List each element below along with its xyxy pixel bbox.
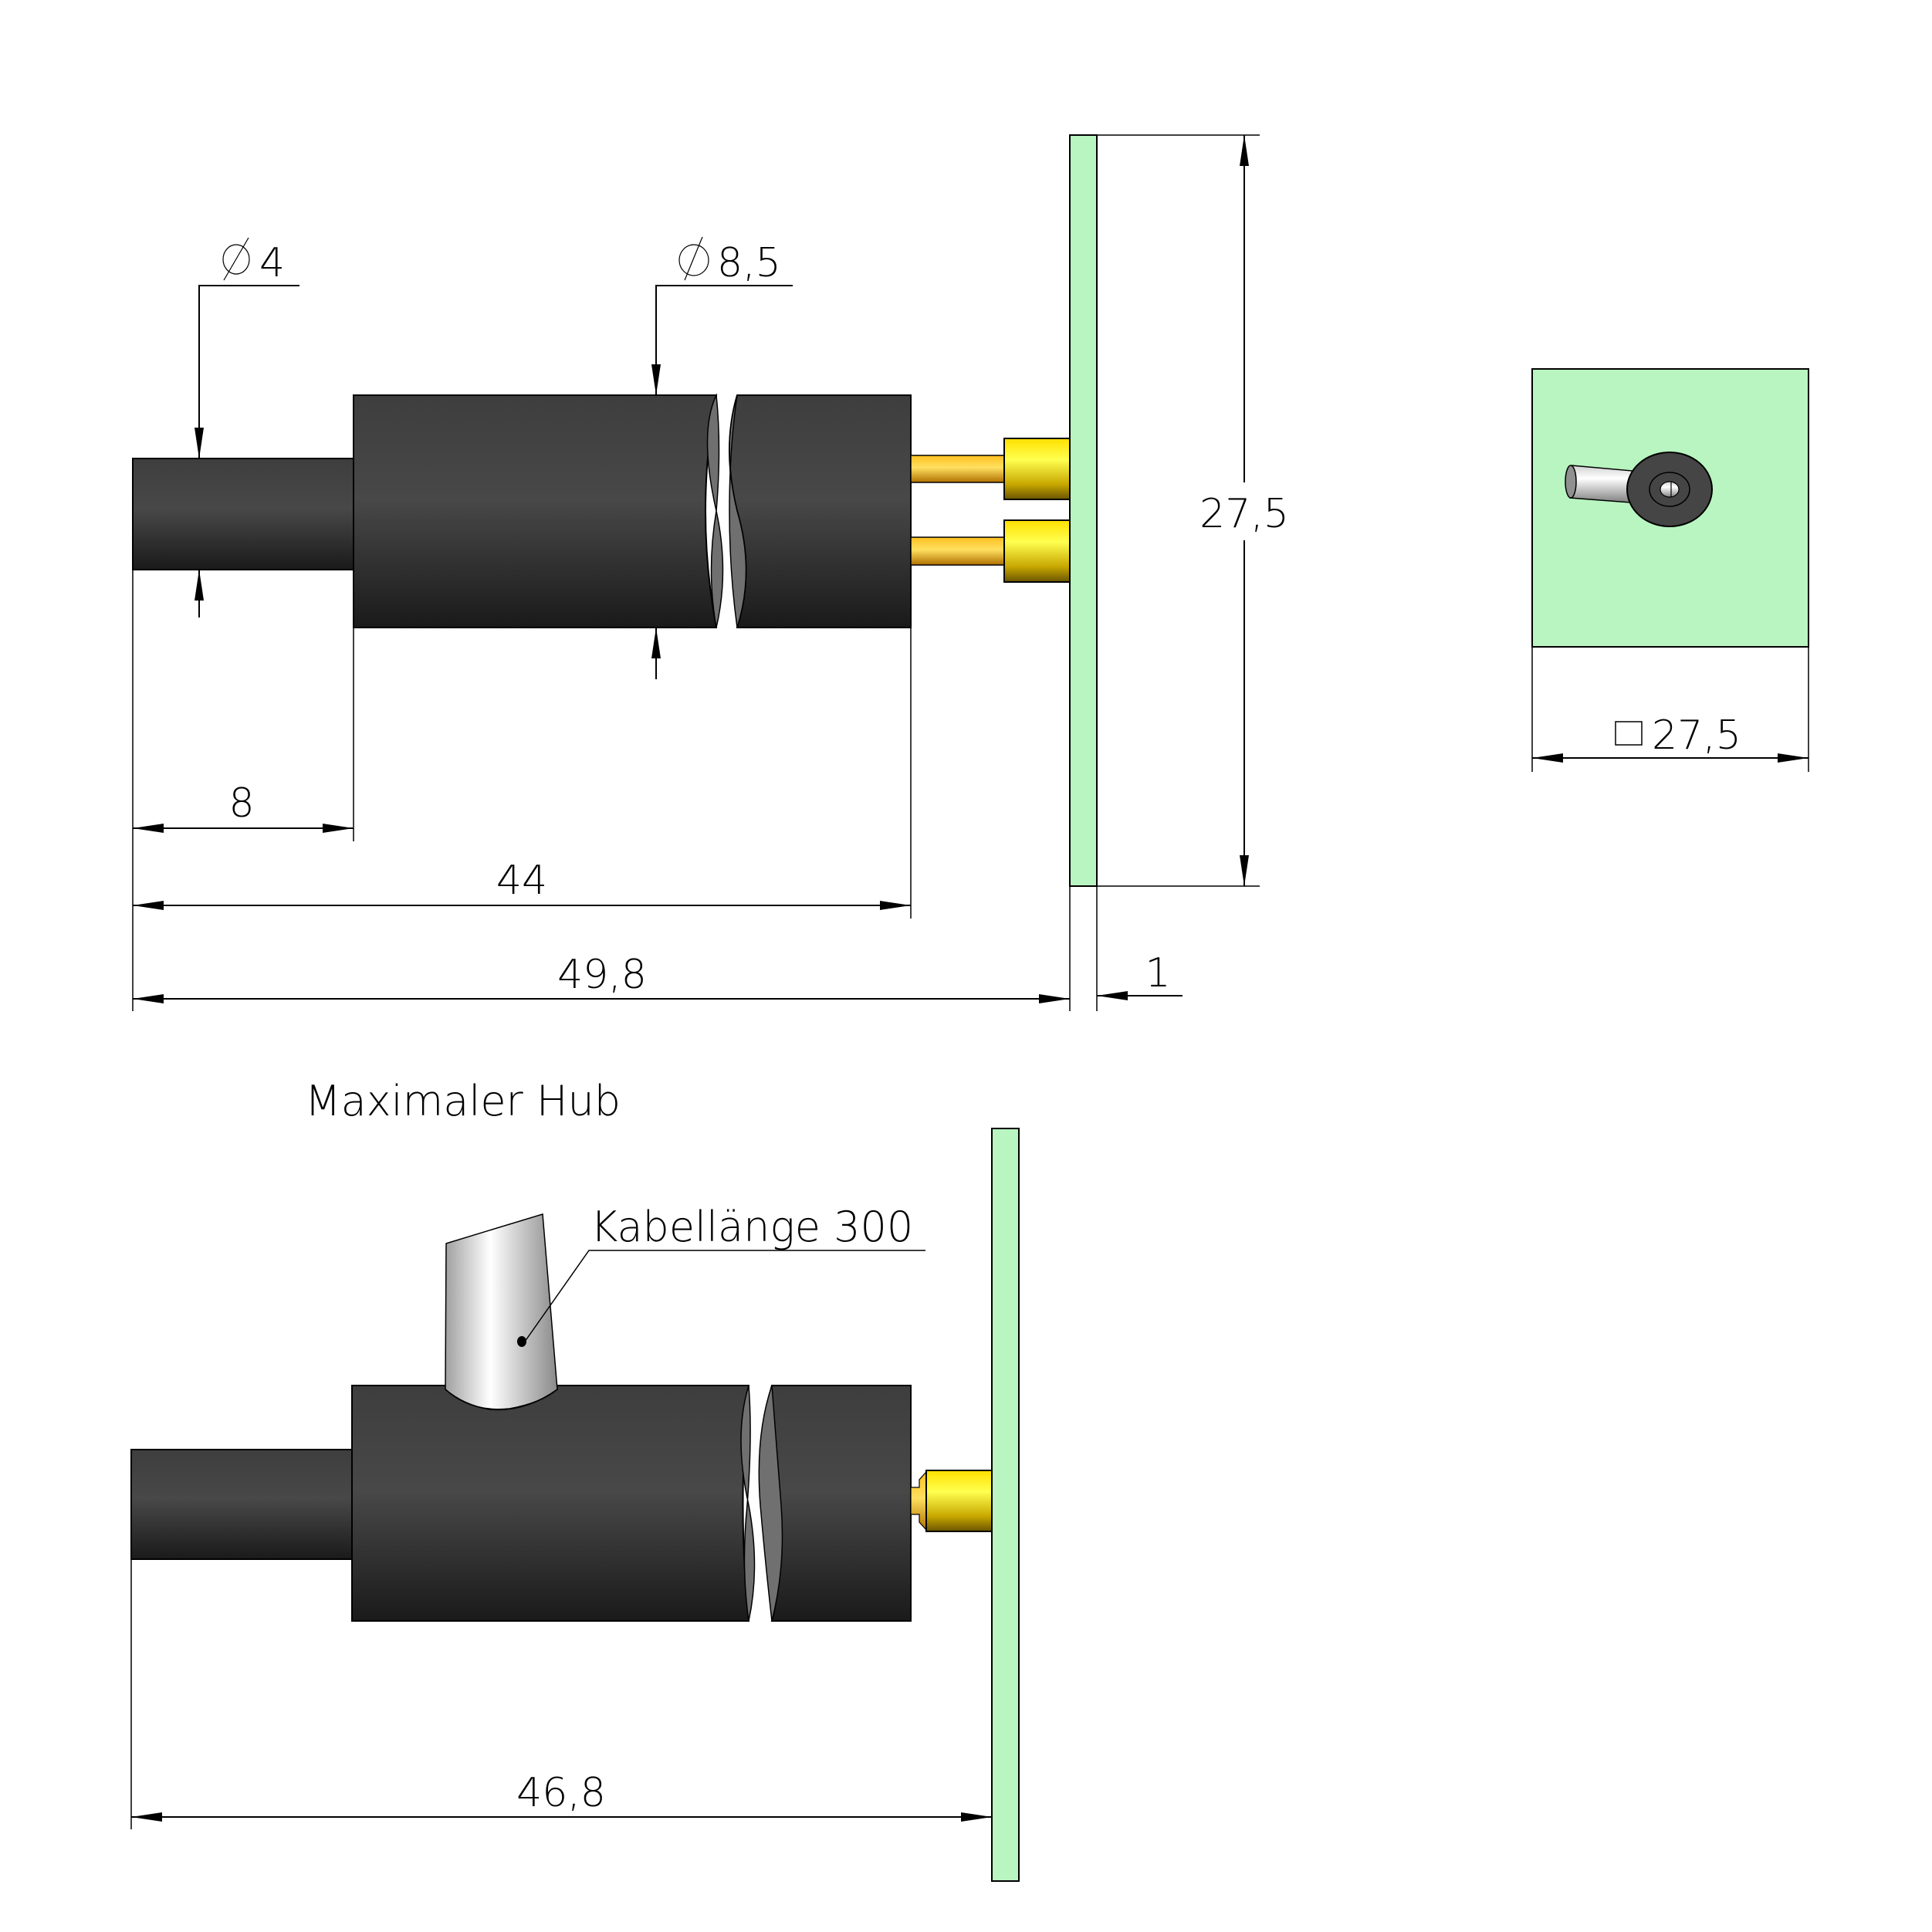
max-stroke-title: Maximaler Hub — [305, 1077, 621, 1125]
mounting-plate — [1069, 134, 1098, 887]
top-view: 4 8,5 8 44 49,8 1 27,5 — [132, 134, 1289, 1011]
pin-top — [910, 455, 1005, 483]
break-face-left — [740, 1385, 756, 1622]
housing-right — [729, 394, 912, 628]
dim-cable-length: 8 — [228, 780, 254, 827]
pin-top-sleeve — [1003, 438, 1071, 500]
cable-body — [130, 1449, 353, 1560]
cable-stub — [1569, 465, 1633, 503]
housing-left — [351, 1385, 750, 1622]
pin-tip — [910, 1470, 927, 1531]
dim-plate-square: 27,5 — [1652, 712, 1741, 759]
dim-plate-height: 27,5 — [1199, 491, 1289, 537]
housing-right — [764, 1385, 912, 1622]
side-view: 27,5 — [1531, 368, 1809, 772]
dim-housing-diameter: 8,5 — [717, 240, 781, 286]
dim-cable-diameter: 4 — [259, 240, 285, 286]
max-stroke-view: Maximaler Hub Kabellänge 300 46,8 — [130, 1077, 1020, 1882]
dim-housing-length: 44 — [496, 858, 547, 904]
diameter-icon — [222, 237, 250, 281]
cable-exit — [445, 1213, 558, 1411]
cable-body — [132, 458, 354, 570]
break-face-right — [729, 394, 747, 628]
break-face-right — [758, 1385, 783, 1622]
diameter-icon — [678, 236, 709, 281]
dim-max-stroke-length: 46,8 — [516, 1770, 606, 1816]
dim-plate-thickness: 1 — [1145, 950, 1170, 996]
break-face-left — [706, 393, 724, 628]
pin-bottom-sleeve — [1003, 519, 1071, 583]
housing-left — [353, 394, 718, 628]
square-symbol-icon — [1615, 721, 1643, 746]
pin-bottom — [910, 536, 1005, 566]
cable-length-callout: Kabellänge 300 — [590, 1203, 913, 1251]
pin-sleeve — [925, 1470, 993, 1532]
mounting-plate — [991, 1128, 1020, 1882]
dim-total-length: 49,8 — [557, 952, 647, 998]
